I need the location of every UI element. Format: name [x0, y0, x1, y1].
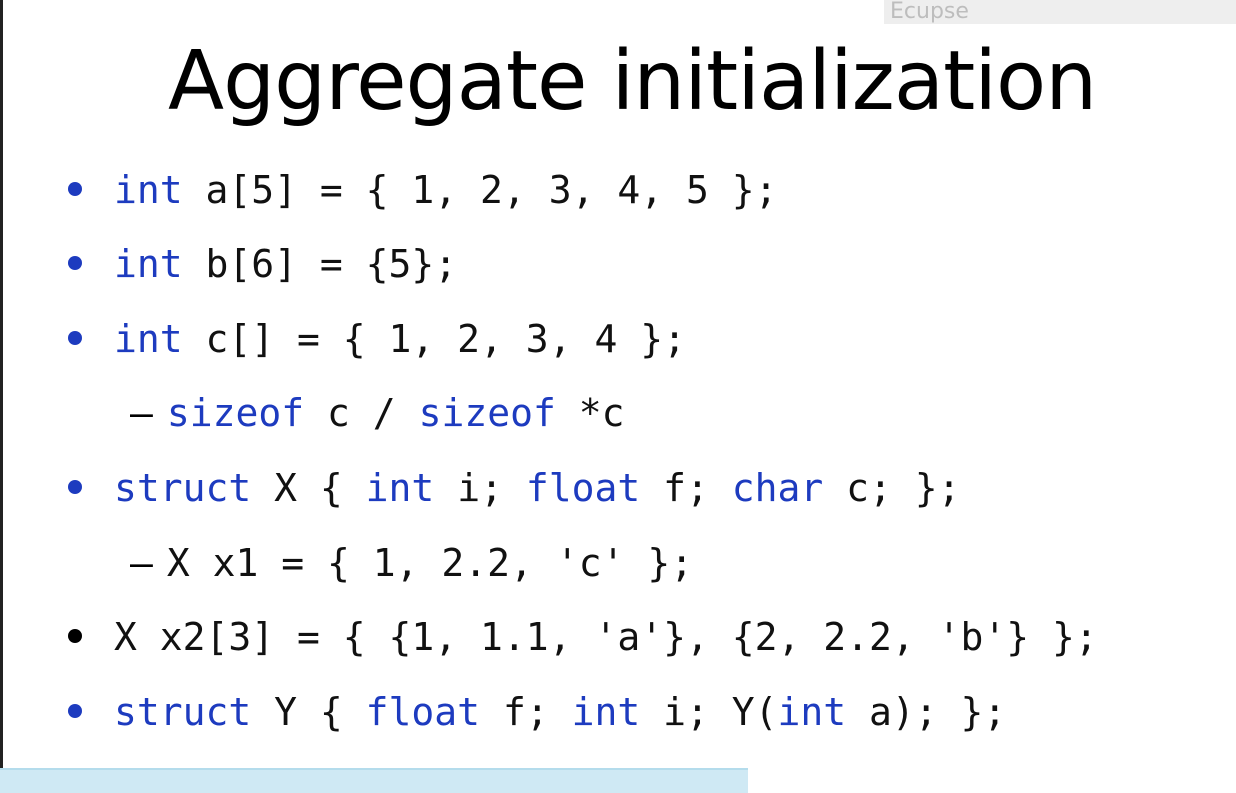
bullet-icon: [68, 703, 82, 718]
keyword-token: struct: [114, 690, 252, 734]
slide-left-border: [0, 0, 3, 793]
code-line-4: –sizeof c / sizeof *c: [130, 388, 624, 438]
code-token: *c: [555, 391, 625, 435]
code-token: X x2[3] = { {1, 1.1, 'a'}, {2, 2.2, 'b'}…: [114, 615, 1098, 659]
dash-marker: –: [130, 541, 153, 585]
keyword-token: int: [571, 690, 641, 734]
keyword-token: float: [365, 690, 481, 734]
keyword-token: int: [114, 168, 183, 212]
bullet-icon: [68, 479, 82, 494]
code-token: c /: [304, 391, 419, 435]
code-line-8: struct Y { float f; int i; Y(int a); };: [68, 687, 1006, 737]
code-token: c; };: [823, 466, 961, 510]
code-token: f;: [480, 690, 572, 734]
keyword-token: int: [777, 690, 847, 734]
code-line-5: struct X { int i; float f; char c; };: [68, 463, 961, 513]
keyword-token: float: [525, 466, 641, 510]
code-token: c[] = { 1, 2, 3, 4 };: [182, 317, 686, 361]
keyword-token: int: [365, 466, 435, 510]
keyword-token: sizeof: [418, 391, 556, 435]
code-line-1: int a[5] = { 1, 2, 3, 4, 5 };: [68, 165, 777, 215]
code-line-6: –X x1 = { 1, 2.2, 'c' };: [130, 538, 693, 588]
code-line-2: int b[6] = {5};: [68, 239, 457, 289]
keyword-token: struct: [114, 466, 252, 510]
bottom-strip: [0, 768, 748, 793]
code-token: X x1 = { 1, 2.2, 'c' };: [166, 541, 694, 585]
code-token: i; Y(: [640, 690, 778, 734]
watermark: Ecupse: [884, 0, 1236, 24]
code-token: Y {: [251, 690, 366, 734]
bullet-icon: [68, 330, 82, 345]
code-token: f;: [640, 466, 732, 510]
code-line-3: int c[] = { 1, 2, 3, 4 };: [68, 314, 686, 364]
code-token: X {: [251, 466, 366, 510]
bullet-icon: [68, 628, 82, 643]
keyword-token: sizeof: [166, 391, 305, 435]
code-token: a); };: [846, 690, 1007, 734]
keyword-token: int: [114, 317, 183, 361]
bullet-icon: [68, 181, 82, 196]
slide-title: Aggregate initialization: [168, 34, 1097, 129]
code-token: b[6] = {5};: [182, 242, 458, 286]
code-line-7: X x2[3] = { {1, 1.1, 'a'}, {2, 2.2, 'b'}…: [68, 612, 1098, 662]
dash-marker: –: [130, 391, 153, 435]
keyword-token: int: [114, 242, 183, 286]
code-token: i;: [434, 466, 526, 510]
code-token: a[5] = { 1, 2, 3, 4, 5 };: [182, 168, 778, 212]
bullet-icon: [68, 255, 82, 270]
keyword-token: char: [731, 466, 824, 510]
